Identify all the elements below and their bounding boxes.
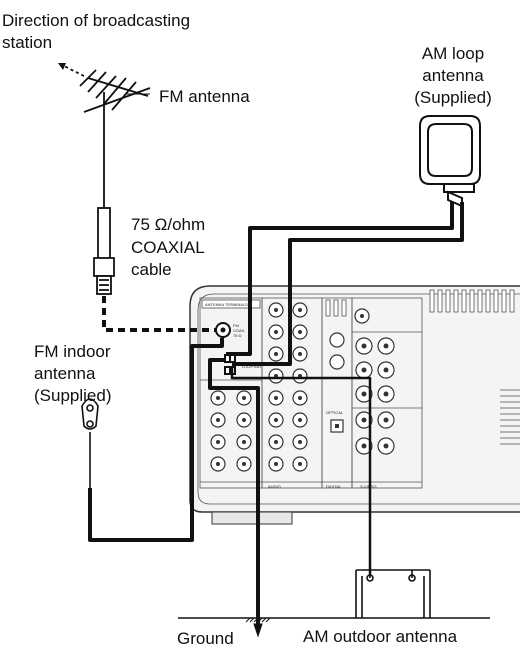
coax-dashed-run bbox=[102, 296, 216, 332]
fm-indoor-label-line1: FM indoor bbox=[34, 342, 111, 361]
svg-text:FM: FM bbox=[233, 323, 239, 328]
am-loop-lead-wire-2 bbox=[232, 202, 464, 366]
coax-label-line2: COAXIAL bbox=[131, 238, 205, 257]
svg-text:DIGITAL: DIGITAL bbox=[326, 484, 342, 489]
coax-label-line1: 75 Ω/ohm bbox=[131, 215, 206, 234]
receiver-foot bbox=[211, 511, 293, 525]
am-outdoor-label: AM outdoor antenna bbox=[303, 627, 458, 646]
svg-text:S-VIDEO: S-VIDEO bbox=[360, 484, 376, 489]
fm-coax-jack bbox=[215, 322, 231, 338]
coax-label-line3: cable bbox=[131, 260, 172, 279]
svg-text:75 Ω: 75 Ω bbox=[233, 333, 242, 338]
svg-text:COAX.: COAX. bbox=[233, 328, 245, 333]
am-loop-label-line1: AM loop bbox=[421, 44, 485, 63]
svg-text:ANTENNA TERMINALS: ANTENNA TERMINALS bbox=[205, 302, 248, 307]
am-loop-label-line3: (Supplied) bbox=[414, 88, 492, 107]
svg-text:LOOP ANT.: LOOP ANT. bbox=[242, 364, 263, 369]
rca-jacks-audio bbox=[268, 302, 308, 472]
am-loop-label-line2: antenna bbox=[422, 66, 484, 85]
vent-slots bbox=[325, 289, 515, 317]
fm-antenna-label: FM antenna bbox=[159, 87, 250, 106]
am-loop-antenna-icon bbox=[419, 115, 481, 208]
coaxial-cable bbox=[93, 207, 115, 295]
fm-indoor-lead-wire bbox=[88, 338, 224, 542]
ground-rod-icon bbox=[253, 623, 263, 638]
receiver-rear-panel: ANTENNA TERMINALS FM COAX. 75 Ω LOOP ANT… bbox=[189, 285, 520, 525]
fm-indoor-antenna-icon bbox=[81, 398, 99, 488]
svg-text:AUDIO: AUDIO bbox=[268, 484, 281, 489]
fm-antenna-icon bbox=[58, 63, 151, 212]
ground-label: Ground bbox=[177, 629, 234, 648]
am-outdoor-lead-wire bbox=[230, 368, 372, 575]
fm-indoor-label-line2: antenna bbox=[34, 364, 96, 383]
svg-text:OPTICAL: OPTICAL bbox=[326, 410, 344, 415]
am-loop-lead-wire-1 bbox=[226, 202, 454, 356]
direction-label-line2: station bbox=[2, 33, 53, 52]
ground-wire bbox=[208, 358, 260, 628]
direction-label-line1: Direction of broadcasting bbox=[2, 11, 191, 30]
fm-indoor-label-line3: (Supplied) bbox=[34, 386, 112, 405]
am-outdoor-antenna-icon bbox=[355, 569, 431, 618]
